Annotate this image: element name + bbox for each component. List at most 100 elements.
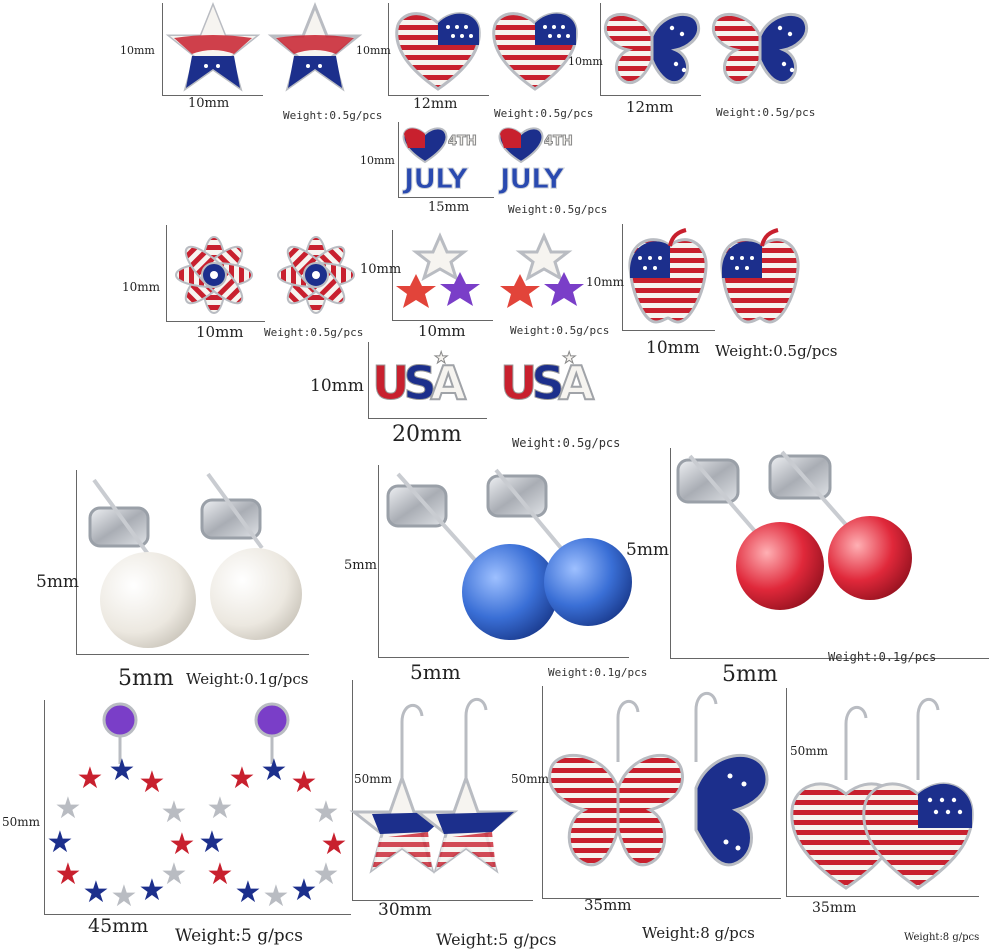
usa-stud-weight-label: Weight:0.5g/pcs <box>512 436 621 450</box>
svg-text:★: ★ <box>313 857 340 892</box>
svg-text:★: ★ <box>55 857 82 892</box>
flower-stud-width-label: 10mm <box>196 323 244 341</box>
svg-text:★: ★ <box>207 857 234 892</box>
heart-stud-height-label: 10mm <box>356 44 391 57</box>
wreath-right-image: ★★★ ★★ ★★ ★★ ★★★ <box>199 702 348 914</box>
blue-pearl-image <box>386 468 632 640</box>
heart-dangle-frame <box>786 688 979 897</box>
heart-stud-right-image <box>492 12 578 91</box>
svg-text:★: ★ <box>235 875 262 910</box>
heart-stud-weight-label: Weight:0.5g/pcs <box>494 107 594 120</box>
star-stud-right-image <box>267 1 363 92</box>
svg-text:★: ★ <box>229 761 256 796</box>
svg-text:★: ★ <box>207 791 234 826</box>
svg-text:★: ★ <box>291 765 318 800</box>
star-stud-width-label: 10mm <box>188 96 230 111</box>
svg-text:★: ★ <box>261 753 288 788</box>
star-stud-height-label: 10mm <box>120 44 155 57</box>
svg-text:★: ★ <box>263 879 290 914</box>
heart-stud-frame <box>388 3 489 96</box>
svg-text:★: ★ <box>139 765 166 800</box>
blue-pearl-frame <box>378 465 629 658</box>
wreath-height-label: 50mm <box>2 815 41 829</box>
butterfly-dangle-image <box>548 692 769 867</box>
butterfly-stud-right-image <box>711 13 809 85</box>
apple-stud-weight-label: Weight:0.5g/pcs <box>715 342 838 360</box>
three-stars-right-image <box>500 232 584 308</box>
star-stud-frame <box>162 3 263 96</box>
blue-pearl-weight-label: Weight:0.1g/pcs <box>548 666 648 679</box>
wreath-weight-label: Weight:5 g/pcs <box>175 926 303 946</box>
three-stars-frame <box>392 230 493 321</box>
star-dangle-image <box>349 698 519 874</box>
three-stars-left-image <box>396 232 480 308</box>
red-pearl-width-label: 5mm <box>722 662 778 687</box>
usa-stud-frame <box>368 342 487 419</box>
white-pearl-weight-label: Weight:0.1g/pcs <box>186 670 309 688</box>
butterfly-dangle-height-label: 50mm <box>511 772 550 786</box>
flower-stud-right-image <box>277 236 355 314</box>
three-stars-height-label: 10mm <box>360 262 402 277</box>
star-dangle-weight-label: Weight:5 g/pcs <box>436 930 557 949</box>
july-stud-left-image: 4TH JULY <box>400 124 492 196</box>
butterfly-stud-width-label: 12mm <box>626 98 674 116</box>
svg-text:★: ★ <box>321 827 348 862</box>
svg-text:★: ★ <box>111 879 138 914</box>
wreath-left-image: ★★★ ★★ ★★ ★★ ★★★ <box>47 702 196 914</box>
red-pearl-weight-label: Weight:0.1g/pcs <box>828 650 937 664</box>
apple-stud-frame <box>622 224 715 331</box>
july-stud-frame <box>398 122 494 198</box>
svg-text:★: ★ <box>199 825 226 860</box>
star-dangle-frame <box>352 680 533 901</box>
butterfly-dangle-width-label: 35mm <box>584 896 632 914</box>
usa-stud-width-label: 20mm <box>392 422 462 447</box>
usa-stud-right-image: USA ★ <box>499 348 595 412</box>
star-dangle-height-label: 50mm <box>354 772 393 786</box>
blue-pearl-width-label: 5mm <box>410 660 461 684</box>
butterfly-stud-height-label: 10mm <box>568 55 603 68</box>
usa-stud-height-label: 10mm <box>310 376 364 396</box>
white-pearl-image <box>88 472 302 648</box>
heart-dangle-image <box>790 698 974 890</box>
wreath-frame <box>44 700 351 915</box>
butterfly-stud-frame <box>600 3 701 96</box>
three-stars-weight-label: Weight:0.5g/pcs <box>510 324 610 337</box>
red-pearl-frame <box>670 448 989 659</box>
white-pearl-height-label: 5mm <box>36 572 80 592</box>
white-pearl-frame <box>76 470 309 655</box>
blue-pearl-height-label: 5mm <box>344 558 377 573</box>
wreath-width-label: 45mm <box>88 915 149 937</box>
july-stud-width-label: 15mm <box>428 200 470 215</box>
red-pearl-image <box>676 450 912 610</box>
svg-text:★: ★ <box>291 873 318 908</box>
svg-text:★: ★ <box>83 875 110 910</box>
apple-stud-left-image <box>628 228 708 324</box>
apple-stud-height-label: 10mm <box>586 275 625 289</box>
july-stud-height-label: 10mm <box>360 154 395 167</box>
flower-stud-height-label: 10mm <box>122 280 161 294</box>
svg-text:★: ★ <box>77 761 104 796</box>
butterfly-stud-weight-label: Weight:0.5g/pcs <box>716 106 816 119</box>
star-dangle-width-label: 30mm <box>378 900 432 920</box>
svg-text:★: ★ <box>313 795 340 830</box>
heart-stud-left-image <box>395 12 481 91</box>
flower-stud-left-image <box>175 236 253 314</box>
white-pearl-width-label: 5mm <box>118 666 174 691</box>
svg-text:★: ★ <box>47 825 74 860</box>
svg-text:★: ★ <box>161 857 188 892</box>
svg-text:★: ★ <box>139 873 166 908</box>
butterfly-dangle-weight-label: Weight:8 g/pcs <box>642 924 755 942</box>
red-pearl-height-label: 5mm <box>626 540 670 560</box>
star-stud-left-image <box>165 1 261 92</box>
july-stud-right-image: 4TH JULY <box>496 124 588 196</box>
butterfly-dangle-frame <box>542 686 781 899</box>
apple-stud-right-image <box>720 228 800 324</box>
heart-dangle-width-label: 35mm <box>812 900 857 916</box>
usa-stud-left-image: USA ★ <box>371 348 467 412</box>
star-stud-weight-label: Weight:0.5g/pcs <box>283 109 383 122</box>
three-stars-width-label: 10mm <box>418 322 466 340</box>
svg-text:★: ★ <box>169 827 196 862</box>
svg-text:★: ★ <box>161 795 188 830</box>
butterfly-stud-left-image <box>603 13 701 85</box>
svg-text:★: ★ <box>55 791 82 826</box>
